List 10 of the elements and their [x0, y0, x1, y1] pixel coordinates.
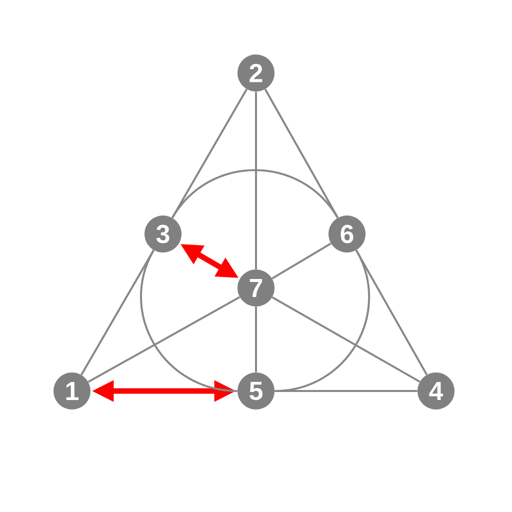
- arc: [274, 250, 370, 392]
- line: [272, 296, 420, 383]
- line: [88, 296, 240, 383]
- arc: [172, 169, 338, 218]
- line: [355, 250, 428, 376]
- arc: [140, 250, 238, 392]
- line: [255, 92, 257, 270]
- line: [272, 242, 332, 280]
- line: [255, 306, 257, 372]
- line: [264, 88, 339, 218]
